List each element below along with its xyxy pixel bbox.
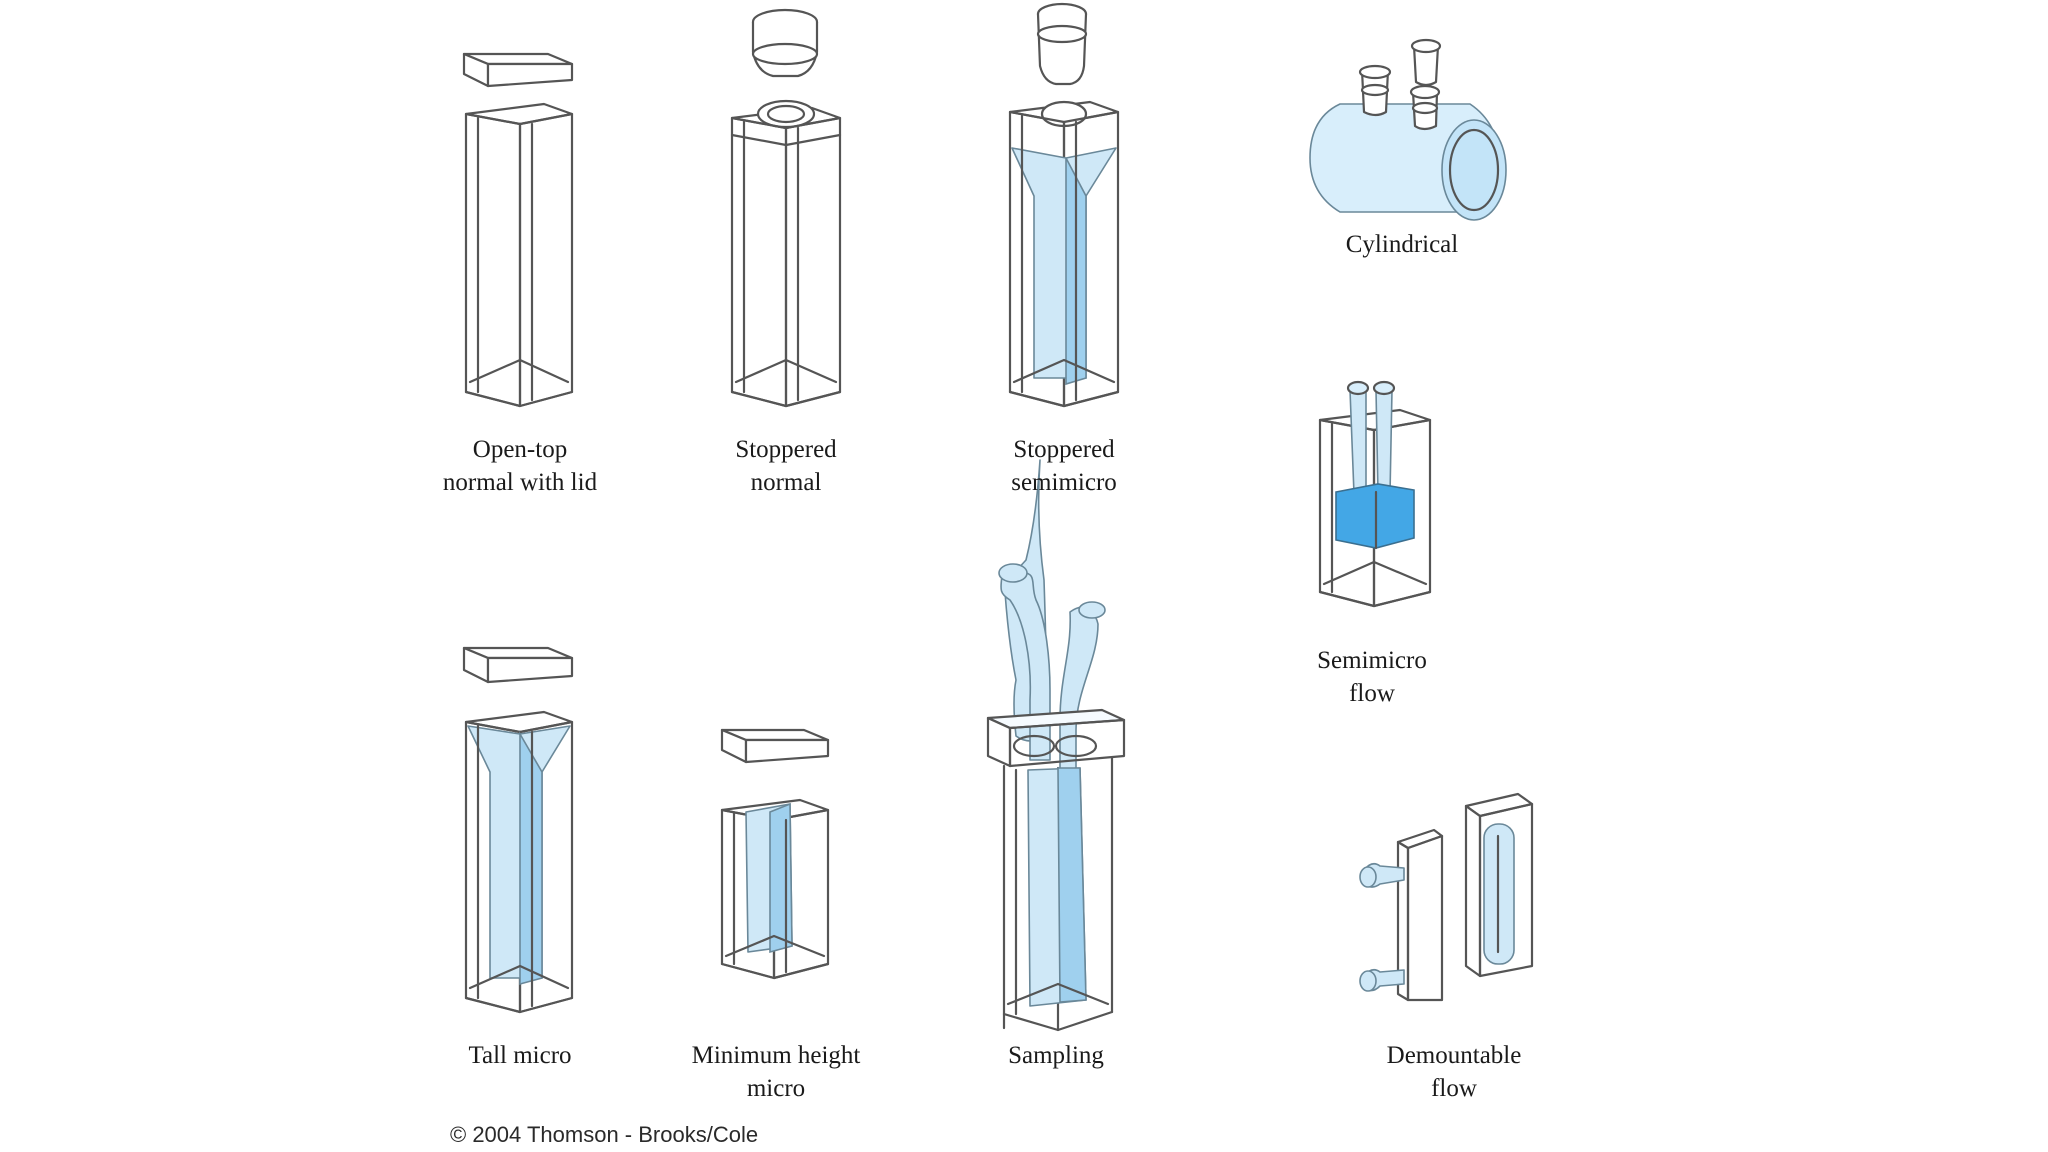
stoppered-semimicro-cuvette (1008, 2, 1120, 408)
demountable-flow-cuvette (1359, 792, 1534, 1002)
label-semimicro-flow: Semimicro flow (1272, 644, 1472, 710)
label-line: Cylindrical (1345, 231, 1459, 258)
label-line: micro (746, 1075, 806, 1102)
semimicro-flow-cuvette (1318, 380, 1432, 608)
label-line: semimicro (1011, 469, 1117, 496)
cylindrical-cuvette (1309, 38, 1507, 221)
stopper (1409, 84, 1441, 131)
label-line: flow (1431, 1075, 1477, 1102)
label-open-top-normal-with-lid: Open-top normal with lid (420, 433, 620, 499)
label-line: normal (750, 469, 822, 496)
label-line: Stoppered (1013, 436, 1115, 463)
label-line: Minimum height (691, 1042, 861, 1069)
open-top-cuvette (462, 52, 574, 408)
stopper (751, 8, 819, 78)
stopper (1410, 38, 1442, 87)
label-line: Tall micro (468, 1042, 572, 1069)
copyright-notice: © 2004 Thomson - Brooks/Cole (450, 1122, 759, 1147)
lid (462, 646, 574, 684)
label-cylindrical: Cylindrical (1302, 228, 1502, 261)
tall-micro-cuvette (462, 646, 574, 1014)
label-minimum-height-micro: Minimum height micro (676, 1039, 876, 1105)
stopper (1358, 64, 1392, 117)
label-demountable-flow: Demountable flow (1354, 1039, 1554, 1105)
label-line: flow (1349, 680, 1395, 707)
lid (462, 52, 574, 88)
label-line: normal with lid (442, 469, 598, 496)
stoppered-normal-cuvette (730, 8, 842, 408)
label-stoppered-normal: Stoppered normal (686, 433, 886, 499)
stopper (1036, 2, 1088, 86)
label-line: Demountable (1386, 1042, 1522, 1069)
channel-body (1464, 792, 1534, 978)
sampling-cuvette (986, 459, 1126, 1032)
window-plate (1359, 828, 1444, 1002)
label-line: Sampling (1008, 1042, 1104, 1069)
label-line: Semimicro (1317, 647, 1427, 674)
label-line: Open-top (472, 436, 568, 463)
lid (720, 728, 830, 764)
minimum-height-micro-cuvette (720, 728, 830, 980)
label-line: Stoppered (735, 436, 837, 463)
label-sampling: Sampling (956, 1039, 1156, 1072)
label-stoppered-semimicro: Stoppered semimicro (964, 433, 1164, 499)
label-tall-micro: Tall micro (420, 1039, 620, 1072)
